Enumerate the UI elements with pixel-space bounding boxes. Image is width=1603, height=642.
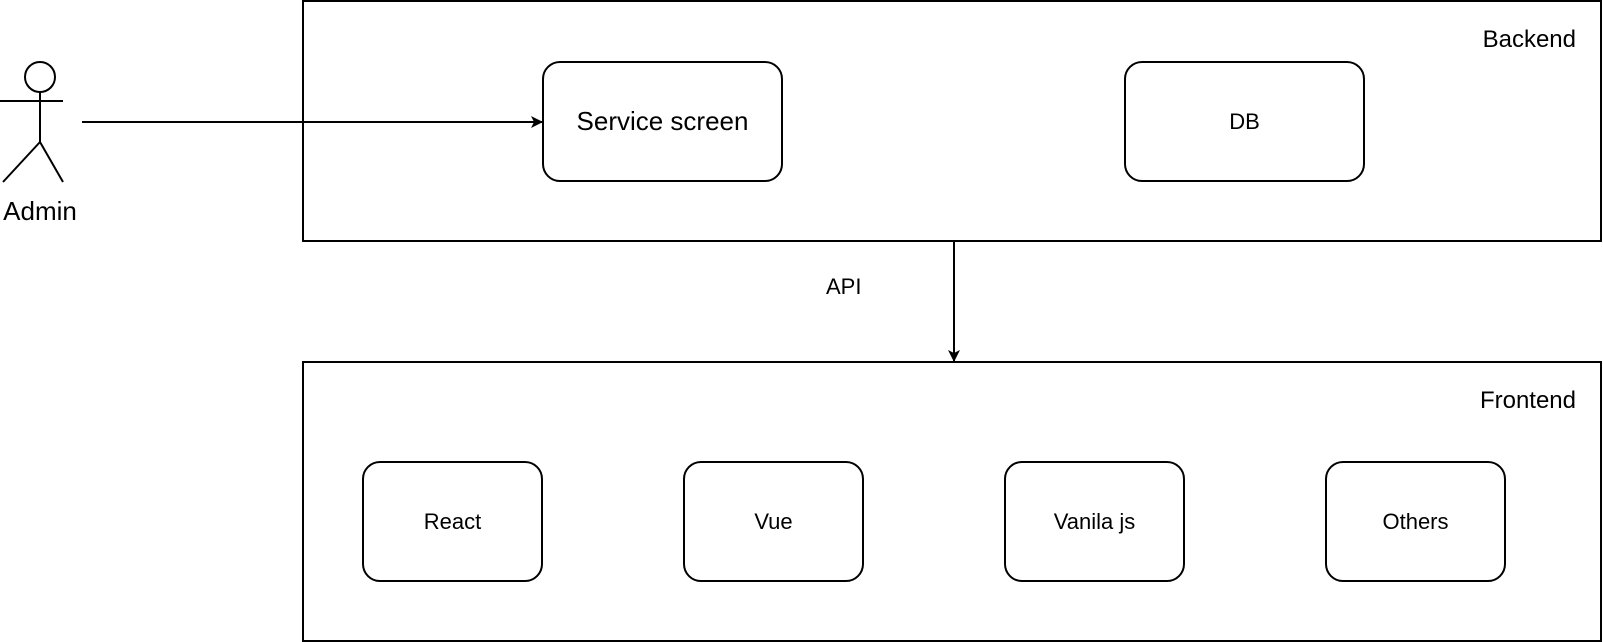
db-node[interactable]: DB — [1124, 61, 1365, 182]
actor-head — [24, 61, 56, 93]
vanila-js-node[interactable]: Vanila js — [1004, 461, 1185, 582]
admin-actor-icon[interactable] — [0, 61, 64, 183]
frontend-label: Frontend — [1479, 387, 1576, 414]
admin-label: Admin — [3, 196, 77, 226]
service-screen-node[interactable]: Service screen — [542, 61, 783, 182]
service-screen-label: Service screen — [576, 106, 749, 136]
actor-right-leg — [39, 141, 64, 183]
backend-label: Backend — [1482, 26, 1576, 53]
others-label: Others — [1382, 508, 1449, 534]
vue-node[interactable]: Vue — [683, 461, 864, 582]
vue-label: Vue — [754, 508, 793, 534]
vanila-js-label: Vanila js — [1053, 508, 1136, 534]
others-node[interactable]: Others — [1325, 461, 1506, 582]
db-label: DB — [1229, 108, 1260, 134]
react-label: React — [423, 508, 482, 534]
api-label: API — [826, 274, 862, 299]
react-node[interactable]: React — [362, 461, 543, 582]
actor-left-leg — [2, 141, 41, 183]
